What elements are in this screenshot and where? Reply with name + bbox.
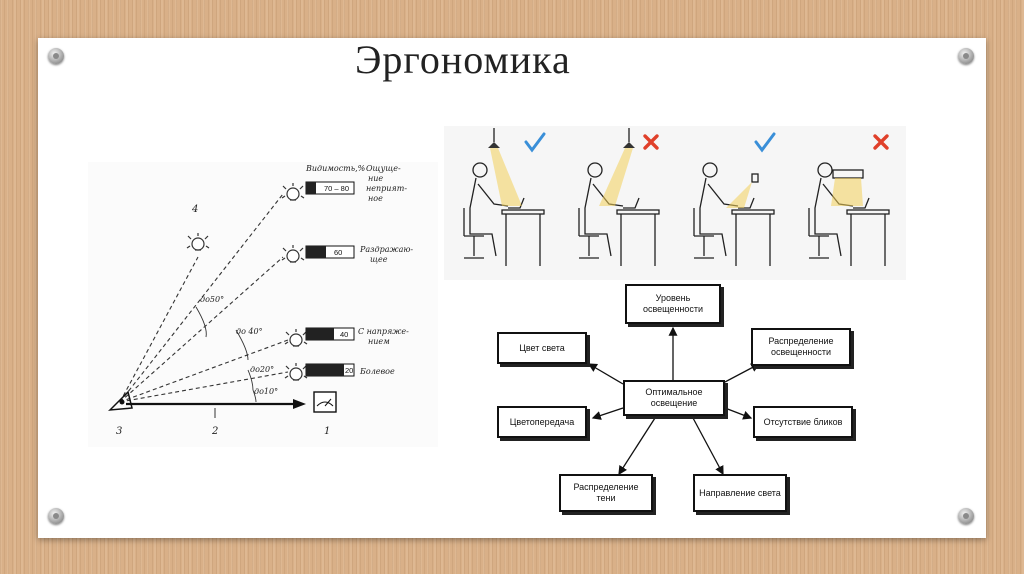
- pin-bottom-right-icon: [958, 508, 974, 524]
- workplace-scene: [578, 128, 660, 266]
- lamp-icon: [281, 183, 305, 201]
- label-irritating: щее: [370, 255, 388, 264]
- pin-top-left-icon: [48, 48, 64, 64]
- cross-icon: [873, 134, 889, 150]
- label-visibility: Видимость,%: [305, 164, 366, 173]
- lighting-mindmap: Оптимальное освещение Уровень освещеннос…: [483, 280, 863, 518]
- angle-label: до10°: [254, 387, 278, 396]
- visibility-bars: [305, 181, 355, 377]
- lamp-icon: [281, 245, 305, 263]
- angle-label: до 40°: [236, 327, 263, 336]
- mindmap-node: Цветопередача: [497, 406, 587, 438]
- lamp-icon: [284, 329, 308, 347]
- visibility-diagram: 70 – 80 60 40 20 Видимость,% Ощуще- ние …: [88, 162, 438, 447]
- visibility-value: 60: [334, 248, 342, 257]
- visibility-value: 20: [345, 366, 353, 375]
- label-number: 4: [191, 204, 198, 215]
- visibility-value: 70 – 80: [324, 184, 349, 193]
- arrow-head-icon: [293, 399, 306, 409]
- check-icon: [524, 132, 546, 153]
- mindmap-node: Распределение тени: [559, 474, 653, 512]
- cross-icon: [643, 134, 659, 150]
- check-icon: [754, 132, 776, 153]
- workplace-lighting-illustration: [444, 126, 906, 280]
- connector: [587, 363, 624, 385]
- sight-rays: [119, 193, 289, 403]
- connector: [724, 363, 761, 383]
- lamp-icons: [186, 183, 308, 381]
- pin-bottom-left-icon: [48, 508, 64, 524]
- lamp-icon: [186, 233, 210, 251]
- connector: [591, 407, 624, 420]
- label-strain: С напряже-: [358, 327, 409, 336]
- slide-title: Эргономика: [355, 37, 571, 82]
- label-discomfort: Ощуще-: [366, 164, 401, 173]
- workplace-scene: [808, 134, 890, 266]
- mindmap-node: Цвет света: [497, 332, 587, 364]
- label-number: 3: [116, 426, 122, 437]
- pin-top-right-icon: [958, 48, 974, 64]
- connector: [692, 417, 724, 476]
- workplace-scene: [463, 128, 546, 266]
- label-painful: Болевое: [359, 367, 395, 376]
- mindmap-center-node: Оптимальное освещение: [623, 380, 725, 416]
- lamp-icon: [284, 363, 308, 381]
- workplace-scenes: [463, 128, 890, 266]
- mindmap-node: Распределение освещенности: [751, 328, 851, 366]
- angle-label: до20°: [250, 365, 274, 374]
- workplace-scene: [693, 132, 776, 266]
- mindmap-node: Уровень освещенности: [625, 284, 721, 324]
- label-strain: нием: [368, 337, 390, 346]
- label-discomfort: неприят-: [366, 184, 407, 193]
- mindmap-node: Направление света: [693, 474, 787, 512]
- label-number: 1: [324, 426, 330, 437]
- mindmap-node: Отсутствие бликов: [753, 406, 853, 438]
- connector: [724, 407, 753, 420]
- label-discomfort: ние: [368, 174, 383, 183]
- connector: [618, 417, 656, 476]
- angle-label: до50°: [200, 295, 224, 304]
- mindmap-connectors: [587, 326, 761, 476]
- eye-icon: [108, 390, 133, 411]
- label-number: 2: [211, 426, 218, 437]
- angle-arcs: [195, 306, 257, 403]
- label-discomfort: ное: [368, 194, 383, 203]
- label-irritating: Раздражаю-: [359, 245, 413, 254]
- visibility-value: 40: [340, 330, 348, 339]
